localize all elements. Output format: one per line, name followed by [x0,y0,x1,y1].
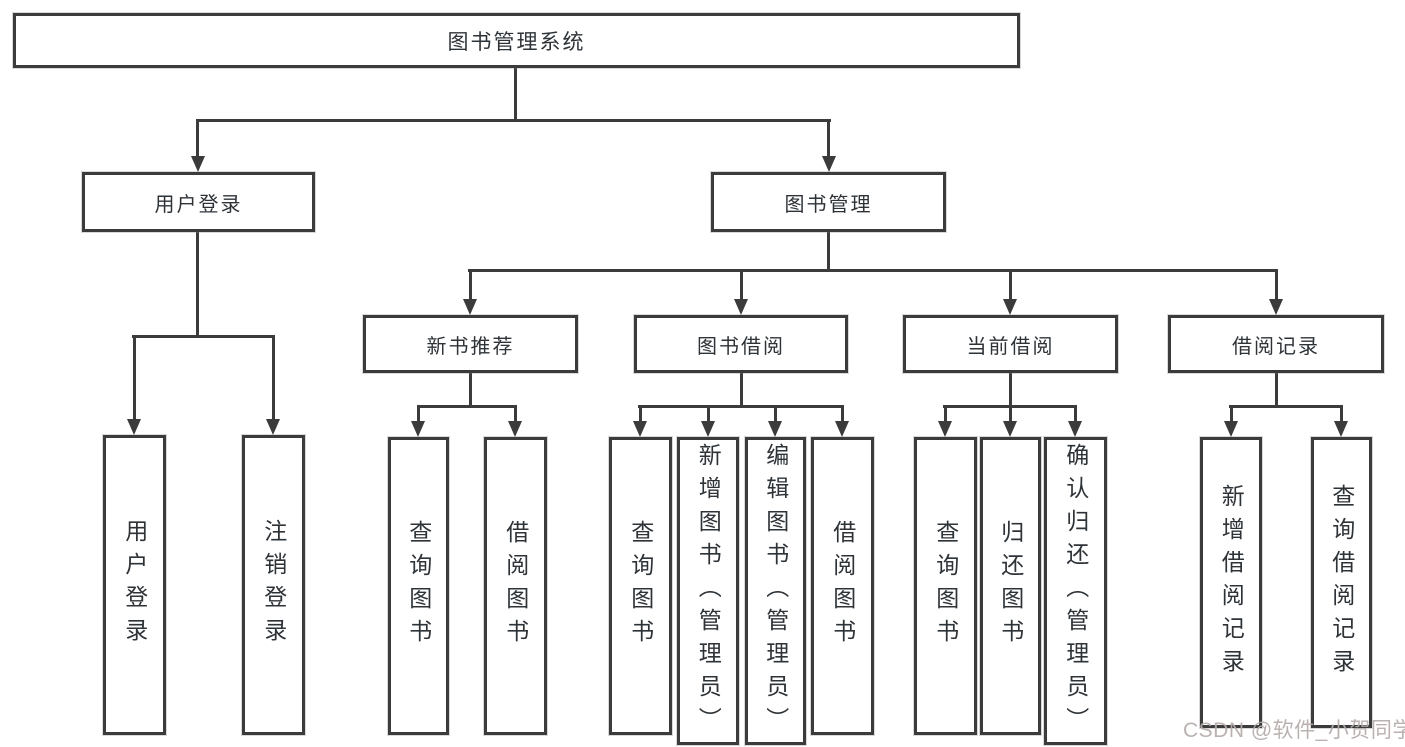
arrowhead-book-mgmt [822,156,836,172]
node-label: 新增借阅记录 [1218,483,1245,682]
connector-user-login-split [132,335,275,338]
node-book-management: 图书管理 [711,172,946,232]
connector-new-book-stem [469,371,472,407]
leaf-cb-confirm-return-admin: 确认归还（管理员） [1044,437,1107,745]
node-current-borrow: 当前借阅 [903,315,1118,373]
node-label: 用户登录 [121,519,148,651]
leaf-rc-add-record: 新增借阅记录 [1200,437,1262,728]
arrowhead-leaf-logout [266,419,280,435]
arrowhead-nb-borrow [508,421,522,437]
node-borrow-record: 借阅记录 [1168,315,1384,373]
arrowhead-rc-add [1224,421,1238,437]
node-label: 图书借阅 [697,335,785,358]
leaf-rc-query-record: 查询借阅记录 [1311,437,1372,728]
arrowhead-bb-query [633,421,647,437]
connector-record-stem [1275,371,1278,407]
node-label: 当前借阅 [966,335,1055,358]
connector-arrow-bb-add-stem [707,405,710,421]
node-label: 借阅图书 [829,520,856,652]
arrowhead-record [1269,299,1283,315]
connector-book-mgmt-stem [827,230,830,271]
arrowhead-bb-add [701,421,715,437]
arrowhead-borrow [734,299,748,315]
connector-book-mgmt-split [468,269,1278,272]
connector-record-split [1229,405,1343,408]
connector-arrow-current-stem [1009,269,1012,299]
leaf-bb-edit-book-admin: 编辑图书（管理员） [745,437,806,745]
connector-arrow-cb-query-stem [944,405,947,421]
leaf-user-login: 用户登录 [103,435,166,735]
connector-arrow-bb-borrow-stem [841,405,844,421]
leaf-cb-query-book: 查询图书 [914,437,977,735]
node-label: 编辑图书（管理员） [762,442,789,740]
connector-borrow-stem [740,371,743,407]
node-label: 查询图书 [627,520,654,652]
node-label: 借阅记录 [1232,335,1320,358]
connector-arrow-rc-query-stem [1340,405,1343,421]
node-label: 查询图书 [932,520,959,652]
arrowhead-new-book [463,299,477,315]
connector-new-book-split [417,405,517,408]
arrowhead-cb-return [1003,421,1017,437]
leaf-bb-add-book-admin: 新增图书（管理员） [677,437,739,745]
connector-arrow-rc-add-stem [1230,405,1233,421]
leaf-bb-query-book: 查询图书 [609,437,672,735]
connector-arrow-cb-return-stem [1009,405,1012,421]
leaf-bb-borrow-book: 借阅图书 [811,437,874,735]
connector-arrow-record-stem [1275,269,1278,299]
leaf-nb-query-book: 查询图书 [388,437,449,735]
node-label: 新增图书（管理员） [695,442,722,740]
node-label: 新书推荐 [426,335,515,358]
connector-user-login-stem [196,230,199,337]
arrowhead-cb-query [938,421,952,437]
connector-borrow-split [638,405,844,408]
node-label: 查询图书 [405,520,432,652]
csdn-watermark: CSDN @软件_小贺同学 [1183,719,1405,742]
arrowhead-leaf-login [127,419,141,435]
arrowhead-cb-confirm [1068,421,1082,437]
connector-arrow-borrow-stem [740,269,743,299]
connector-arrow-new-book-stem [469,269,472,299]
connector-arrow-cb-confirm-stem [1074,405,1077,421]
node-label: 查询借阅记录 [1328,483,1355,682]
connector-current-stem [1009,371,1012,407]
node-label: 图书管理系统 [447,30,586,54]
leaf-logout: 注销登录 [242,435,305,735]
connector-arrow-nb-borrow-stem [514,405,517,421]
connector-root-split [196,119,831,122]
arrowhead-user-login [191,156,205,172]
node-label: 借阅图书 [502,520,529,652]
node-label: 用户登录 [154,193,243,216]
arrowhead-current [1003,299,1017,315]
connector-root-stem [514,66,517,121]
connector-arrow-bb-query-stem [639,405,642,421]
arrowhead-nb-query [411,421,425,437]
node-label: 注销登录 [260,519,287,651]
leaf-nb-borrow-book: 借阅图书 [484,437,547,735]
connector-arrow-user-login-stem [196,119,199,157]
node-label: 图书管理 [784,193,873,216]
connector-arrow-book-mgmt-stem [827,119,830,157]
arrowhead-bb-borrow [835,421,849,437]
node-root-system: 图书管理系统 [13,13,1020,68]
node-label: 确认归还（管理员） [1062,442,1089,740]
arrowhead-rc-query [1334,421,1348,437]
connector-arrow-leaf-logout-stem [272,335,275,421]
connector-arrow-bb-edit-stem [774,405,777,421]
connector-arrow-leaf-login-stem [133,335,136,421]
node-new-book-recommend: 新书推荐 [363,315,578,373]
node-user-login: 用户登录 [82,172,315,232]
connector-arrow-nb-query-stem [417,405,420,421]
node-label: 归还图书 [997,520,1024,652]
arrowhead-bb-edit [768,421,782,437]
leaf-cb-return-book: 归还图书 [980,437,1041,735]
node-book-borrow: 图书借阅 [634,315,848,373]
